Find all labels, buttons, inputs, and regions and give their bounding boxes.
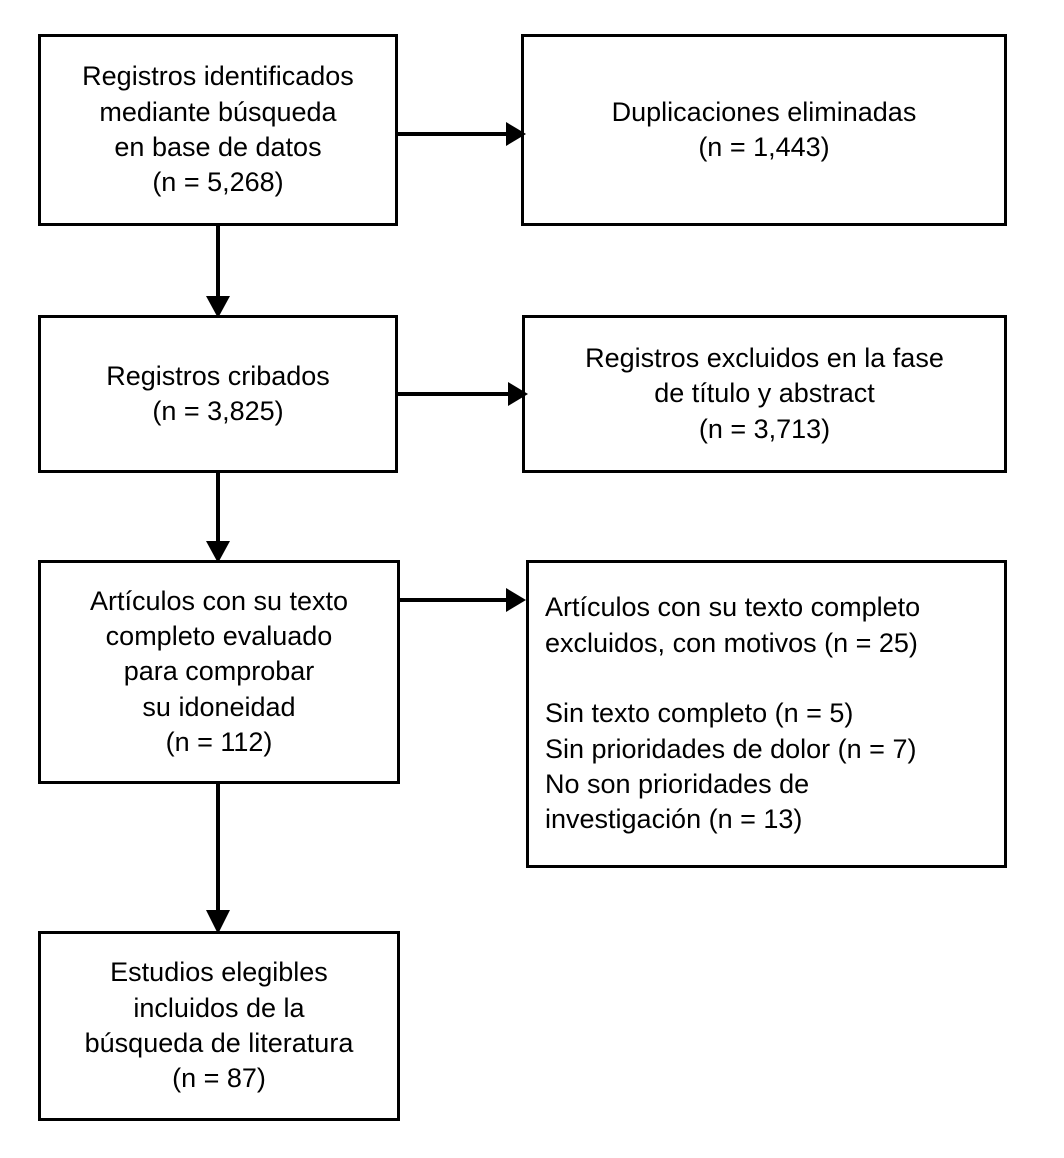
box-duplicates-removed: Duplicaciones eliminadas (n = 1,443): [521, 34, 1007, 226]
arrow-identified-to-screened-icon: [202, 226, 234, 318]
box-records-screened: Registros cribados (n = 3,825): [38, 315, 398, 473]
box-fulltext-assessed: Artículos con su texto completo evaluado…: [38, 560, 400, 784]
box-fulltext-excluded-reasons-text: Artículos con su texto completo excluido…: [545, 592, 921, 835]
arrow-fulltext-to-included-icon: [202, 784, 234, 934]
box-studies-included: Estudios elegibles incluidos de la búsqu…: [38, 931, 400, 1121]
box-records-excluded-title-abstract-text: Registros excluidos en la fase de título…: [585, 342, 944, 444]
arrow-screened-to-fulltext-icon: [202, 473, 234, 563]
box-records-excluded-title-abstract: Registros excluidos en la fase de título…: [522, 315, 1007, 473]
box-studies-included-text: Estudios elegibles incluidos de la búsqu…: [84, 957, 354, 1094]
arrow-screened-to-excluded-title-abstract-icon: [398, 378, 528, 410]
arrow-identified-to-duplicates-icon: [398, 118, 526, 150]
box-fulltext-assessed-text: Artículos con su texto completo evaluado…: [89, 585, 349, 758]
arrow-fulltext-to-excluded-icon: [400, 584, 530, 616]
box-records-identified-text: Registros identificados mediante búsqued…: [82, 61, 354, 198]
box-records-screened-text: Registros cribados (n = 3,825): [106, 360, 330, 426]
box-fulltext-excluded-reasons: Artículos con su texto completo excluido…: [526, 560, 1007, 868]
box-duplicates-removed-text: Duplicaciones eliminadas (n = 1,443): [611, 96, 917, 162]
box-records-identified: Registros identificados mediante búsqued…: [38, 34, 398, 226]
